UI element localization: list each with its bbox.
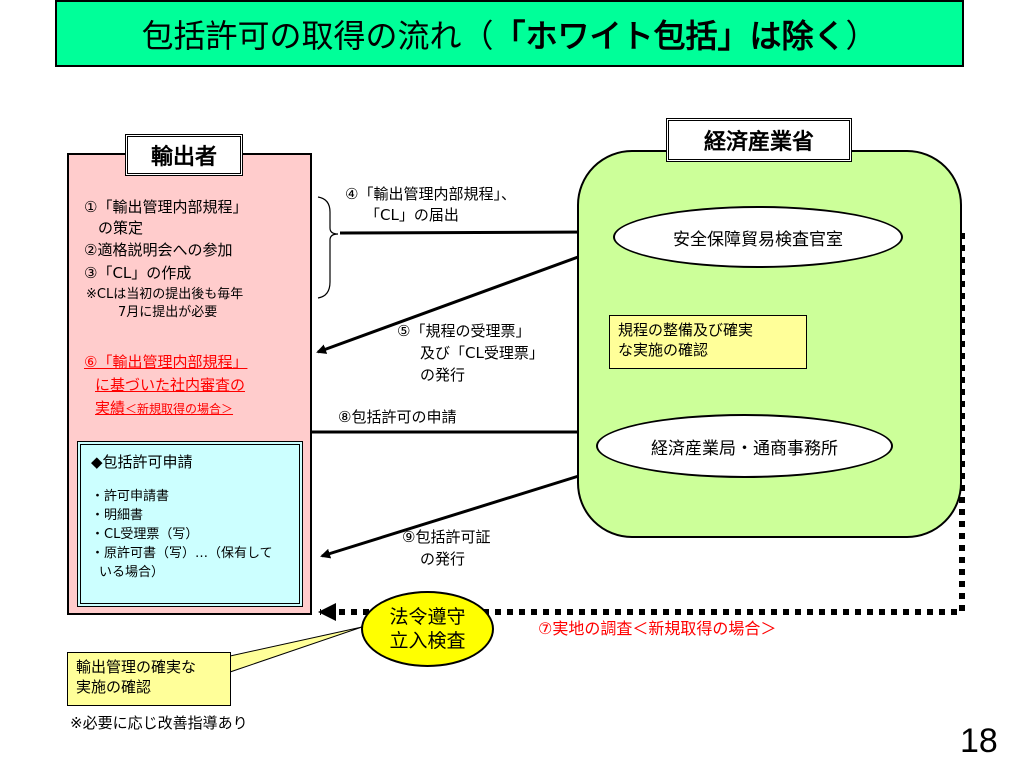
application-heading: ◆包括許可申請	[91, 453, 193, 471]
arrow-7-label: ⑦実地の調査＜新規取得の場合＞	[538, 619, 777, 638]
inspection-line1: 法令遵守	[389, 606, 466, 628]
exporter-label: 輸出者	[125, 134, 243, 176]
application-item: いる場合）	[99, 565, 165, 580]
meti-callout: 規程の整備及び確実 な実施の確認	[609, 315, 807, 369]
on-site-inspection: 法令遵守 立入検査	[361, 591, 494, 667]
application-item: ・明細書	[91, 508, 144, 523]
title-main: 包括許可の取得の流れ	[141, 16, 462, 55]
arrow-4-label-line2: 「CL」の届出	[365, 206, 459, 224]
page-number: 18	[960, 722, 998, 760]
exporter-callout: 輸出管理の確実な 実施の確認	[67, 652, 231, 706]
inspection-line2: 立入検査	[389, 630, 466, 652]
step-6-line3: 実績＜新規取得の場合＞	[95, 398, 233, 420]
title-open-paren: （	[461, 16, 494, 55]
exporter-callout-line2: 実施の確認	[76, 678, 152, 696]
arrow-9-label-line1: ⑨包括許可証	[402, 528, 491, 546]
step-3: ③「CL」の作成	[84, 264, 192, 282]
arrow-4-label-line1: ④「輸出管理内部規程」、	[345, 185, 516, 203]
arrow-8-label: ⑧包括許可の申請	[338, 408, 457, 426]
step-6-text: 実績	[95, 399, 126, 417]
application-item: ・CL受理票（写）	[91, 527, 199, 542]
step-6-line2: に基づいた社内審査の	[95, 376, 246, 394]
step-2: ②適格説明会への参加	[84, 241, 233, 259]
meti-label: 経済産業省	[666, 118, 852, 162]
arrow-5-label-line3: の発行	[420, 366, 466, 384]
cl-note-line2: 7月に提出が必要	[118, 305, 218, 320]
application-box: ◆包括許可申請 ・許可申請書 ・明細書 ・CL受理票（写） ・原許可書（写）…（…	[77, 441, 303, 607]
footnote: ※必要に応じ改善指導あり	[70, 714, 248, 732]
security-trade-office: 安全保障貿易検査官室	[613, 206, 903, 268]
arrow-4	[339, 227, 596, 238]
meti-callout-line2: な実施の確認	[618, 341, 709, 359]
title-bold-part: 「ホワイト包括」は除く	[493, 16, 846, 55]
application-item: ・原許可書（写）…（保有して	[91, 546, 273, 561]
arrow-9	[320, 468, 599, 559]
exporter-callout-pointer	[229, 626, 363, 673]
title-close-paren: ）	[845, 16, 878, 55]
meti-callout-line1: 規程の整備及び確実	[618, 321, 754, 339]
cl-note-line1: ※CLは当初の提出後も毎年	[86, 287, 244, 302]
exporter-callout-line1: 輸出管理の確実な	[76, 658, 197, 676]
arrow-5-label-line2: 及び「CL受理票」	[420, 344, 544, 362]
steps-brace	[317, 196, 339, 299]
step-1-line1: ①「輸出管理内部規程」	[84, 198, 248, 216]
regional-bureau: 経済産業局・通商事務所	[596, 414, 893, 478]
step-6-suffix: ＜新規取得の場合＞	[125, 402, 234, 416]
arrow-9-label-line2: の発行	[420, 550, 466, 568]
step-6-line1: ⑥「輸出管理内部規程」	[84, 353, 248, 371]
arrow-7-head	[318, 603, 336, 621]
arrow-5	[316, 247, 601, 354]
arrow-5-label-line1: ⑤「規程の受理票」	[397, 322, 531, 340]
step-1-line2: の策定	[98, 219, 144, 237]
slide-title: 包括許可の取得の流れ（「ホワイト包括」は除く）	[55, 0, 964, 67]
application-item: ・許可申請書	[91, 489, 170, 504]
